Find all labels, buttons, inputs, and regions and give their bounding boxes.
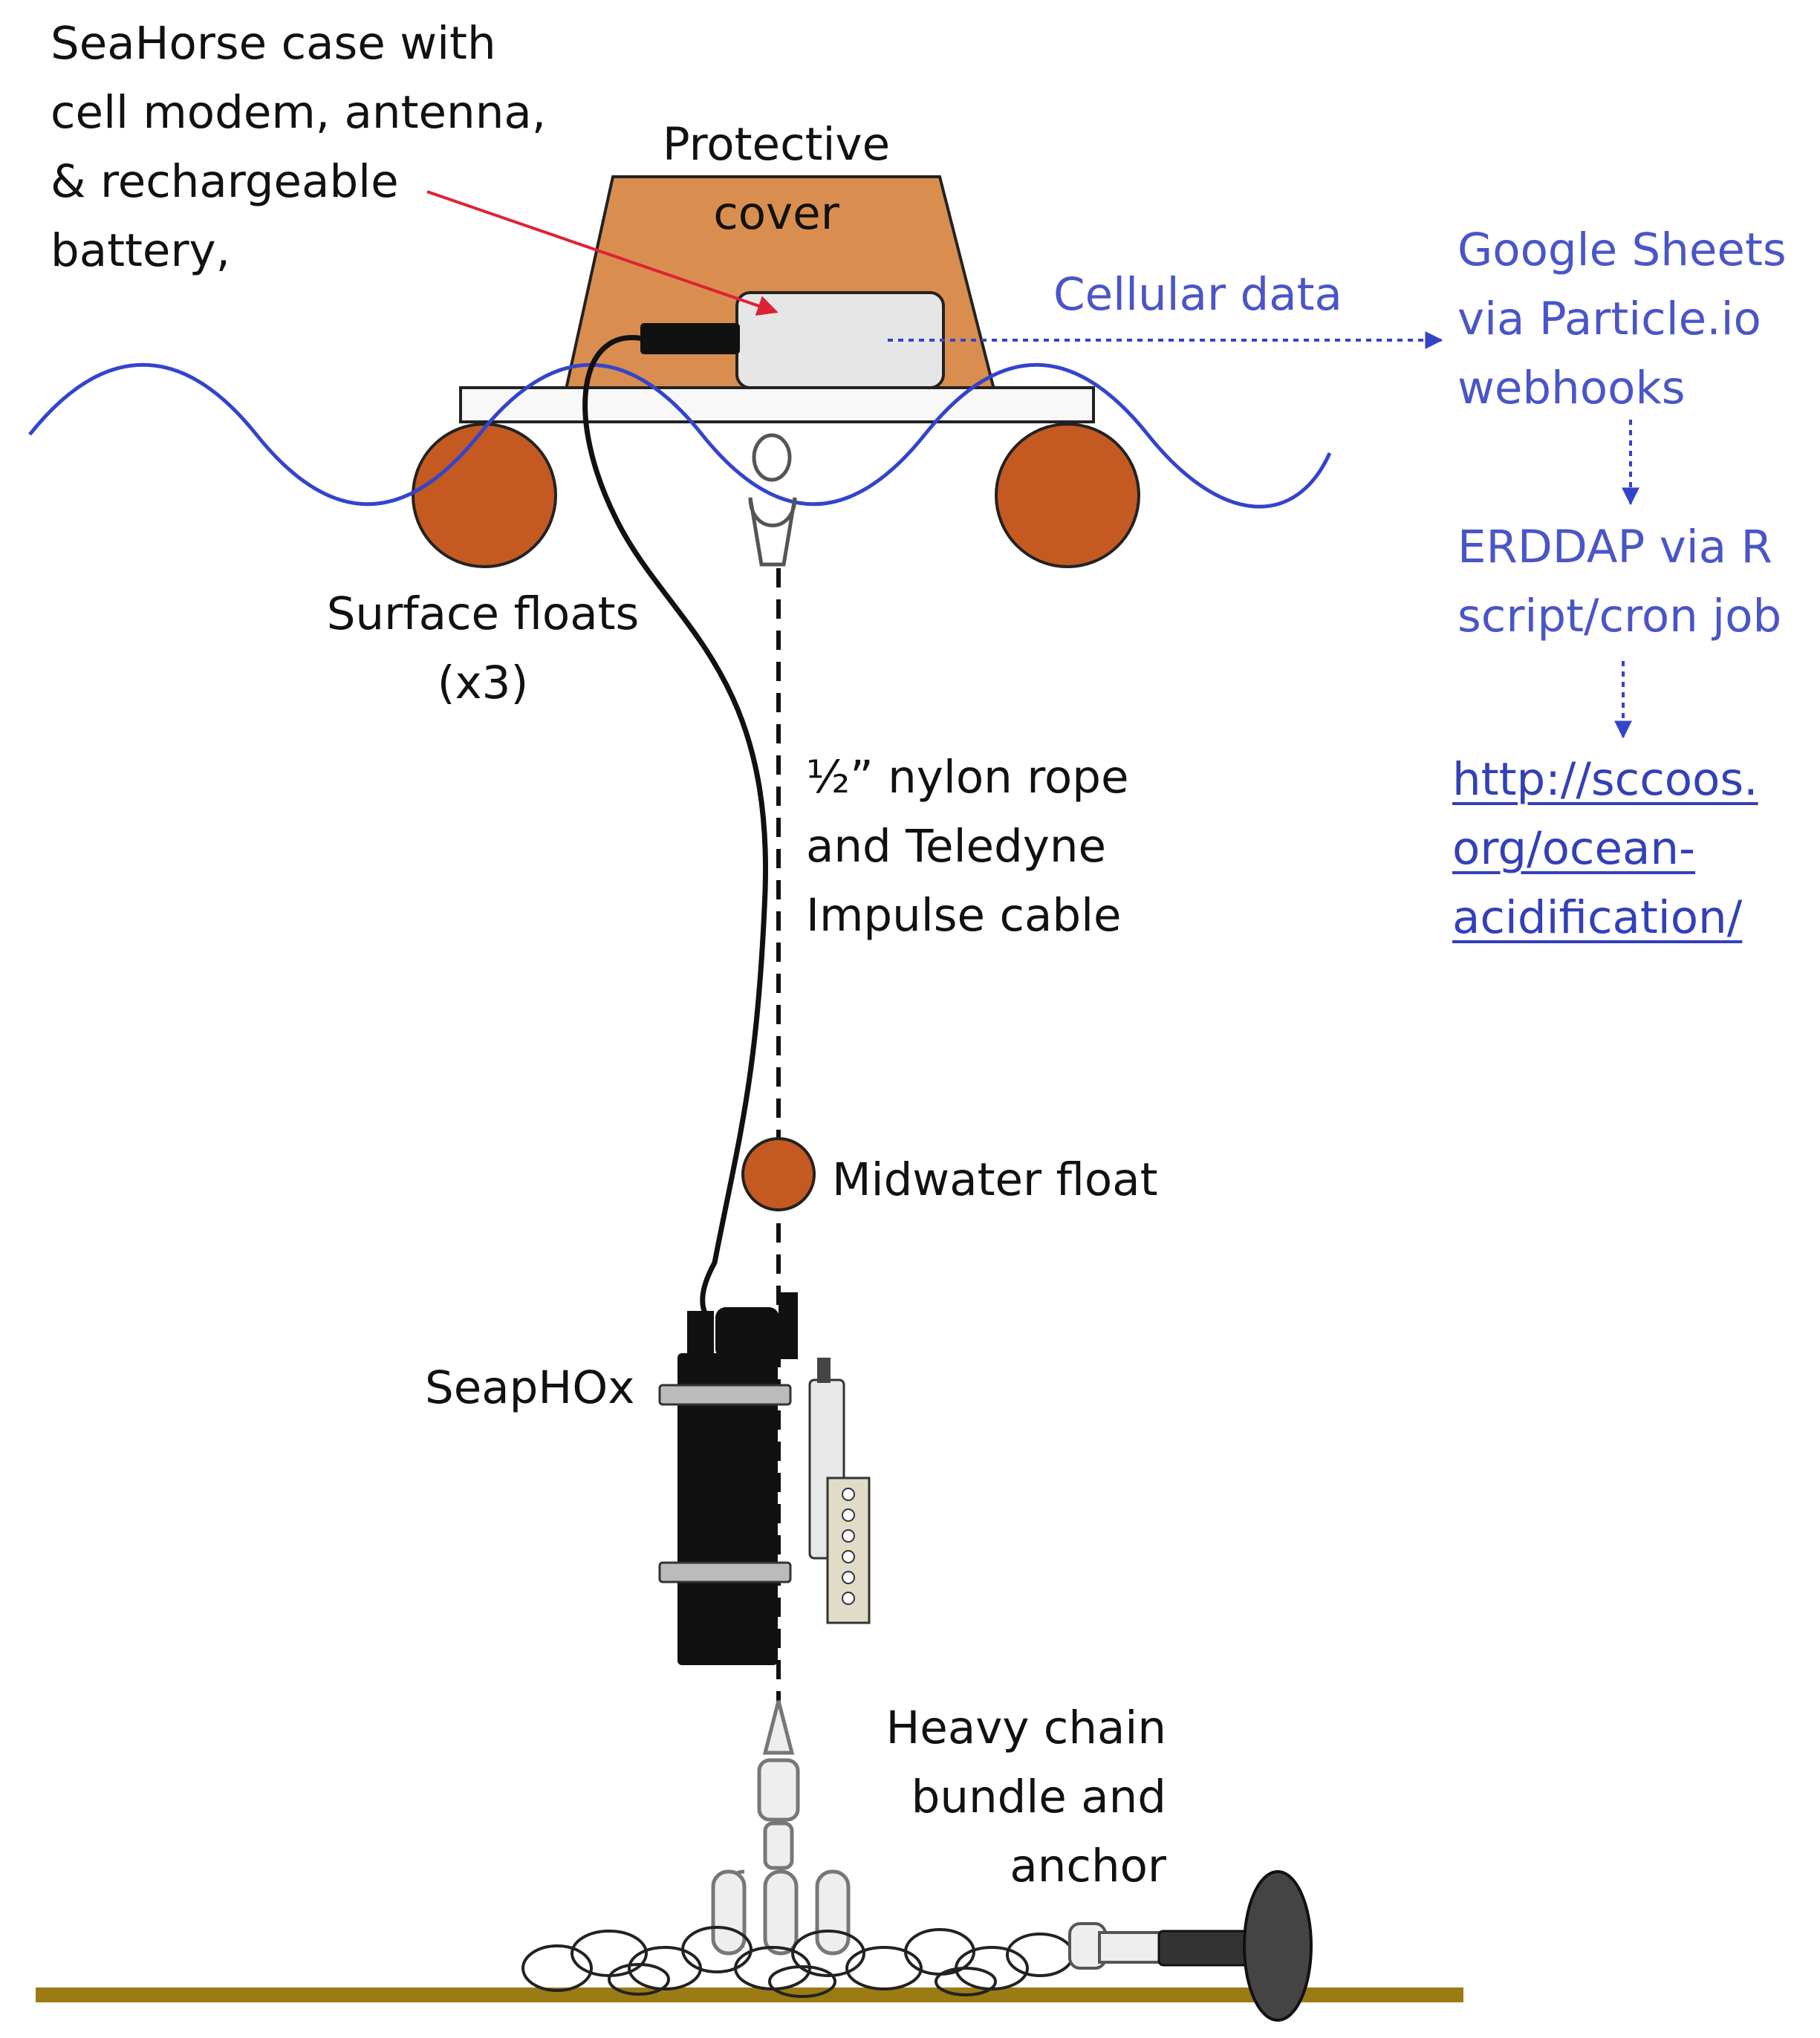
chain-anchor-line: anchor xyxy=(1010,1840,1166,1892)
seahorse-case-line: SeaHorse case with xyxy=(51,17,496,70)
rope-cable-line: and Teledyne xyxy=(806,820,1107,873)
surface-float-right xyxy=(995,423,1140,568)
surface-floats-line: Surface floats xyxy=(326,587,640,640)
protective-cover-line: Protective xyxy=(662,118,891,171)
sccoos-link-line[interactable]: acidification/ xyxy=(1452,891,1743,944)
google-sheets-line: Google Sheets xyxy=(1457,224,1787,276)
surface-floats-line: (x3) xyxy=(437,657,529,709)
erddap-line: ERDDAP via R xyxy=(1457,521,1772,573)
chain-anchor-line: bundle and xyxy=(911,1771,1166,1823)
seaphox-label: SeapHOx xyxy=(425,1361,635,1414)
chain-anchor-label: Heavy chain bundle and anchor xyxy=(832,1693,1166,1901)
seafloor-line xyxy=(36,1987,1463,2002)
midwater-float-label: Midwater float xyxy=(832,1153,1158,1206)
seahorse-case-line: & rechargeable xyxy=(51,155,399,208)
rope-cable-line: Impulse cable xyxy=(806,889,1122,942)
surface-float-left xyxy=(412,423,557,568)
google-sheets-line: via Particle.io xyxy=(1457,293,1761,345)
google-sheets-line: webhooks xyxy=(1457,362,1686,414)
water-surface-wave xyxy=(28,362,1332,509)
surface-floats-label: Surface floats (x3) xyxy=(312,579,654,717)
rope-cable-line: ½” nylon rope xyxy=(806,751,1129,804)
erddap-label: ERDDAP via R script/cron job xyxy=(1457,512,1781,651)
case-pointer-arrow xyxy=(426,190,779,316)
seahorse-case-line: cell modem, antenna, xyxy=(51,86,547,139)
erddap-line: script/cron job xyxy=(1457,590,1782,642)
seahorse-case-line: battery, xyxy=(51,224,231,277)
seaphox-instrument xyxy=(658,1292,871,1665)
rope-cable-label: ½” nylon rope and Teledyne Impulse cable xyxy=(806,743,1129,950)
protective-cover-line: cover xyxy=(713,187,839,240)
case-connector xyxy=(640,323,740,354)
google-sheets-label: Google Sheets via Particle.io webhooks xyxy=(1457,215,1787,423)
cellular-data-label: Cellular data xyxy=(1053,268,1342,321)
sccoos-link-line[interactable]: http://sccoos. xyxy=(1452,753,1758,806)
impulse-cable xyxy=(582,335,768,1316)
midwater-float xyxy=(741,1137,816,1211)
sccoos-link[interactable]: http://sccoos. org/ocean- acidification/ xyxy=(1452,745,1758,952)
chain-shackle xyxy=(711,1700,851,1956)
chain-anchor-line: Heavy chain xyxy=(885,1702,1166,1754)
protective-cover-label: Protective cover xyxy=(639,110,914,248)
surface-platform xyxy=(459,386,1095,423)
seahorse-case-label: SeaHorse case with cell modem, antenna, … xyxy=(51,9,546,285)
sccoos-link-line[interactable]: org/ocean- xyxy=(1452,822,1696,875)
anchor xyxy=(1068,1870,1313,2022)
platform-shackle xyxy=(748,433,797,567)
